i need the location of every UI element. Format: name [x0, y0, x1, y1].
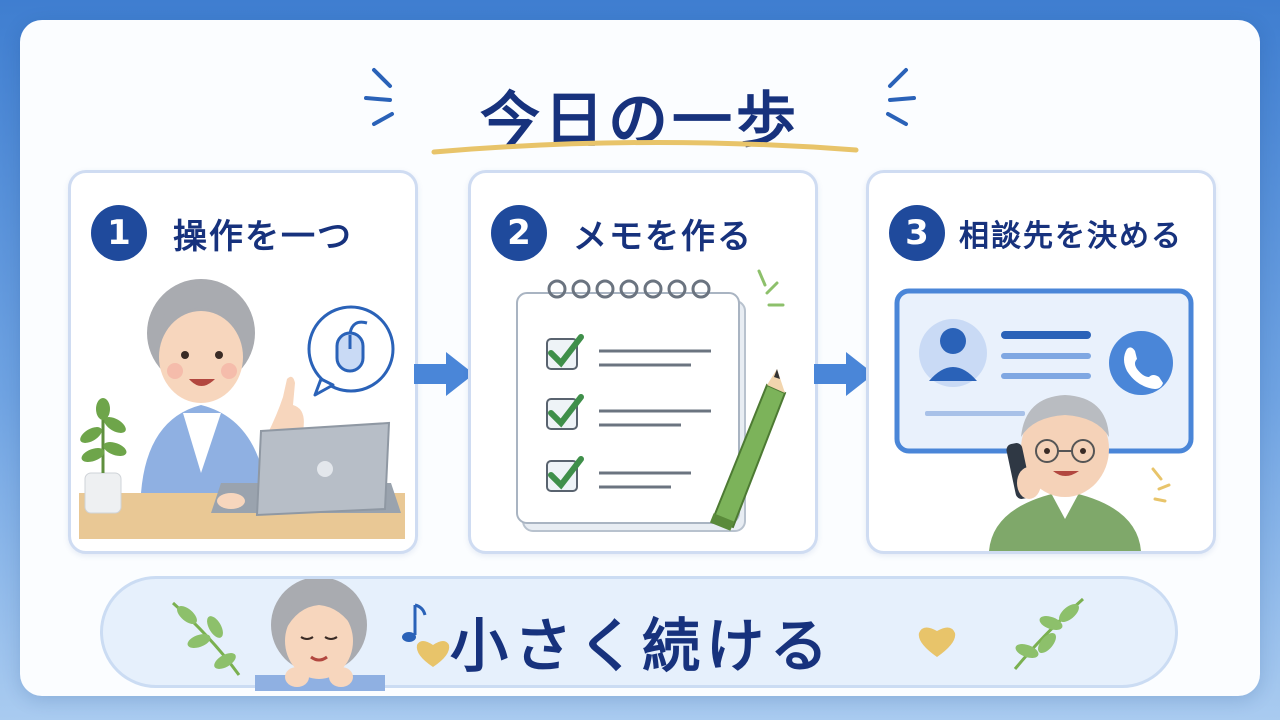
- mouse-icon: [307, 305, 395, 397]
- step-header-1: 1 操作を一つ: [91, 205, 353, 261]
- heart-icon: [918, 627, 956, 657]
- left-sparkle-icon: [364, 68, 394, 126]
- step-header-3: 3 相談先を決める: [889, 205, 1183, 261]
- arrow-right-icon: [414, 352, 474, 396]
- step-header-2: 2 メモを作る: [491, 205, 753, 261]
- step-label: 操作を一つ: [173, 216, 353, 257]
- motto-text: 小さく続ける: [449, 612, 834, 680]
- phone-icon: [1109, 331, 1173, 395]
- plant-icon: [80, 398, 127, 514]
- step-label: 相談先を決める: [959, 219, 1183, 254]
- leaf-branch-icon: [1013, 597, 1085, 670]
- checklist-icon: [516, 279, 746, 532]
- title-area: 今日の一歩: [20, 20, 1260, 170]
- leaf-branch-icon: [171, 601, 241, 676]
- right-sparkle-icon: [886, 68, 916, 126]
- contact-card-icon: [894, 288, 1194, 454]
- step-panel-3: 3 相談先を決める: [866, 170, 1216, 554]
- contact-card-phone-illustration: [894, 288, 1194, 551]
- checklist-notepad-illustration: [516, 269, 787, 532]
- pencil-icon: [709, 369, 787, 531]
- step-label: メモを作る: [573, 216, 753, 257]
- title-underline: [431, 139, 859, 155]
- heart-icon: [416, 641, 450, 667]
- step-number-badge: 1: [91, 205, 147, 261]
- senior-woman-smiling-illustration: [255, 579, 385, 691]
- main-card: 今日の一歩 1 操作を一つ: [20, 20, 1260, 696]
- motto-banner: 小さく続ける: [100, 576, 1178, 691]
- motto-decorations: [171, 579, 1085, 691]
- step-panel-2: 2 メモを作る: [468, 170, 818, 554]
- step-panel-1: 1 操作を一つ: [68, 170, 418, 554]
- step-number-badge: 2: [491, 205, 547, 261]
- arrow-right-icon: [814, 352, 874, 396]
- step-number-badge: 3: [889, 205, 945, 261]
- senior-woman-laptop-illustration: [79, 279, 405, 539]
- music-note-icon: [402, 603, 427, 642]
